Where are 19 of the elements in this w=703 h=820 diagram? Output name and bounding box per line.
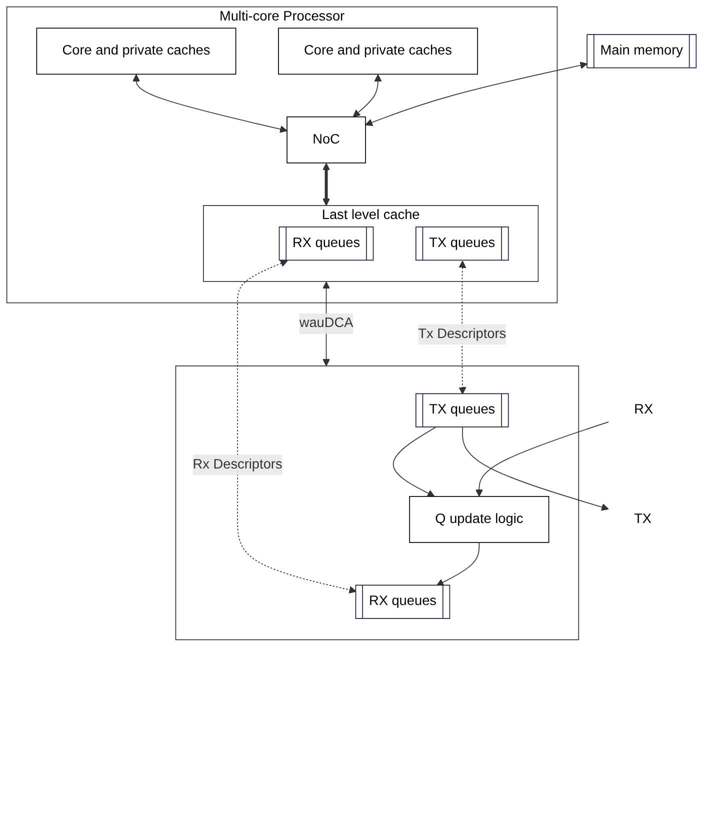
arrow [352, 74, 382, 118]
node-box: Q update logic [409, 496, 550, 543]
arrow [237, 260, 356, 594]
edge-label: Tx Descriptors [418, 326, 506, 342]
arrow [392, 426, 436, 497]
node-box: Core and private caches [278, 28, 478, 75]
arrow [322, 162, 330, 206]
arrow [365, 62, 588, 126]
node-text: RX [634, 402, 654, 418]
node-box: NoC [286, 116, 366, 164]
arrow [436, 542, 480, 586]
arrow [475, 422, 609, 497]
node-text: TX [634, 512, 652, 526]
edge-label: wauDCA [299, 316, 354, 331]
cluster [175, 366, 580, 640]
arrow [132, 74, 288, 133]
edge-label: Rx Descriptors [192, 457, 282, 472]
arrow [462, 426, 609, 511]
node-box: Core and private caches [36, 28, 236, 75]
